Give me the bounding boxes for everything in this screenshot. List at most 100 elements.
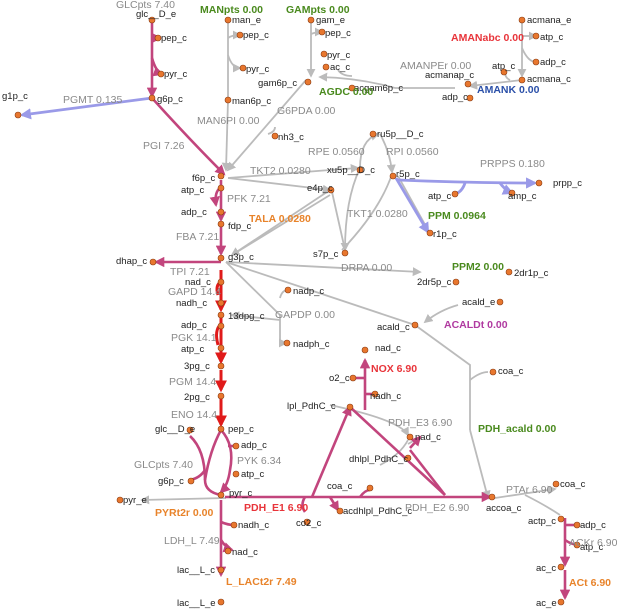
metabolite-node [230, 521, 238, 529]
met-2pg-c: 2pg_c [184, 392, 210, 403]
met-acmanap-c: acmanap_c [425, 70, 474, 81]
met-13dpg-c: 13dpg_c [228, 311, 265, 322]
metabolite-node [307, 16, 315, 24]
metabolite-node [488, 493, 496, 501]
rxn-pyrt2r: PYRt2r 0.00 [155, 507, 214, 519]
metabolite-node [217, 491, 225, 499]
metabolite-node [371, 390, 379, 398]
rxn-glcpts-top: GLCpts 7.40 [116, 0, 175, 11]
met-acgam6p-c: acgam6p_c [354, 83, 403, 94]
metabolite-labels: glc__D_e pep_c pyr_c g6p_c g1p_c man_e p… [2, 9, 606, 609]
metabolite-node [356, 166, 364, 174]
met-pyr-c: pyr_c [229, 488, 252, 499]
metabolite-node [341, 249, 349, 257]
metabolite-node [535, 179, 543, 187]
metabolite-node [217, 184, 225, 192]
met-g3p-c: g3p_c [228, 252, 254, 263]
met-2dr1p-c: 2dr1p_c [514, 268, 549, 279]
metabolite-node [552, 480, 560, 488]
met-coa-c: coa_c [327, 481, 353, 492]
rxn-pgm: PGM 14.4 [169, 376, 216, 388]
rxn-man6pi: MAN6PI 0.00 [197, 115, 260, 127]
rxn-g6pda: G6PDA 0.00 [277, 105, 336, 117]
metabolite-node [557, 563, 565, 571]
metabolite-node [187, 477, 195, 485]
rxn-ptar: PTAr 6.90 [506, 484, 553, 496]
met-atp-c: atp_c [540, 32, 563, 43]
metabolite-node [346, 403, 354, 411]
rxn-act: ACt 6.90 [569, 577, 611, 589]
met-man-e: man_e [232, 15, 261, 26]
metabolite-node [217, 322, 225, 330]
rxn-pgk: PGK 14.1 [171, 332, 217, 344]
met-nadp-c: nadp_c [293, 286, 324, 297]
metabolite-node [532, 58, 540, 66]
met-nadh-c: nadh_c [370, 391, 401, 402]
rxn-pdh-acald: PDH_acald 0.00 [478, 423, 556, 435]
metabolite-node [283, 339, 291, 347]
metabolite-node [500, 68, 508, 76]
met-acdhlpl-pdhc-c: acdhlpl_PdhC_c [343, 506, 412, 517]
rxn-acaldt: ACALDt 0.00 [444, 319, 508, 331]
rxn-ackr: ACKr 6.90 [569, 537, 617, 549]
met-3pg-c: 3pg_c [184, 361, 210, 372]
metabolite-node [349, 374, 357, 382]
metabolite-node [217, 392, 225, 400]
metabolite-node [557, 515, 565, 523]
met-atp-c: atp_c [492, 61, 515, 72]
metabolite-node [303, 518, 311, 526]
met-adp-c: adp_c [540, 57, 566, 68]
metabolite-node [217, 362, 225, 370]
metabolite-node [217, 220, 225, 228]
rxn-fba: FBA 7.21 [176, 231, 219, 243]
met-e4p-c: e4p_c [307, 183, 333, 194]
rxn-pgmt: PGMT 0.135 [63, 94, 122, 106]
metabolite-node [224, 96, 232, 104]
metabolite-nodes [14, 16, 581, 606]
met-nadph-c: nadph_c [293, 339, 330, 350]
metabolite-node [116, 496, 124, 504]
metabolite-node [411, 321, 419, 329]
met-r1p-c: r1p_c [433, 229, 457, 240]
metabolite-node [232, 470, 240, 478]
metabolite-node [239, 64, 247, 72]
met-lac-l-c: lac__L_c [177, 565, 215, 576]
met-o2-c: o2_c [329, 373, 350, 384]
met-ac-c: ac_c [330, 62, 350, 73]
metabolite-node [489, 368, 497, 376]
met-co2-c: co2_c [296, 518, 322, 529]
met-2dr5p-c: 2dr5p_c [417, 277, 452, 288]
rxn-ppm2: PPM2 0.00 [452, 261, 504, 273]
metabolite-node [464, 80, 472, 88]
met-atp-c: atp_c [580, 542, 603, 553]
met-dhap-c: dhap_c [116, 256, 147, 267]
metabolite-node [224, 16, 232, 24]
metabolite-node [518, 16, 526, 24]
metabolite-node [518, 76, 526, 84]
rxn-prpps: PRPPS 0.180 [480, 158, 545, 170]
metabolite-node [186, 426, 194, 434]
metabolite-node [389, 172, 397, 180]
rxn-gapdp: GAPDP 0.00 [275, 309, 335, 321]
met-atp-c: atp_c [181, 185, 204, 196]
met-nad-c: nad_c [232, 547, 258, 558]
met-acald-c: acald_c [377, 322, 410, 333]
met-nadh-c: nadh_c [176, 298, 207, 309]
met-glc-d-e: glc__D_e [155, 424, 195, 435]
met-acald-e: acald_e [462, 297, 495, 308]
met-man6p-c: man6p_c [232, 96, 271, 107]
metabolite-node [404, 454, 412, 462]
met-gam6p-c: gam6p_c [258, 78, 297, 89]
metabolite-node [14, 111, 22, 119]
met-xu5p-d-c: xu5p__D_c [327, 165, 375, 176]
met-g1p-c: g1p_c [2, 91, 28, 102]
met-atp-c: atp_c [181, 344, 204, 355]
metabolite-node [217, 566, 225, 574]
metabolite-node [217, 254, 225, 262]
metabolite-node [217, 278, 225, 286]
rxn-tpi: TPI 7.21 [170, 266, 210, 278]
met-s7p-c: s7p_c [313, 249, 339, 260]
rxn-l-lact2r: L_LACt2r 7.49 [226, 576, 297, 588]
metabolite-node [322, 63, 330, 71]
met-adp-c: adp_c [181, 320, 207, 331]
